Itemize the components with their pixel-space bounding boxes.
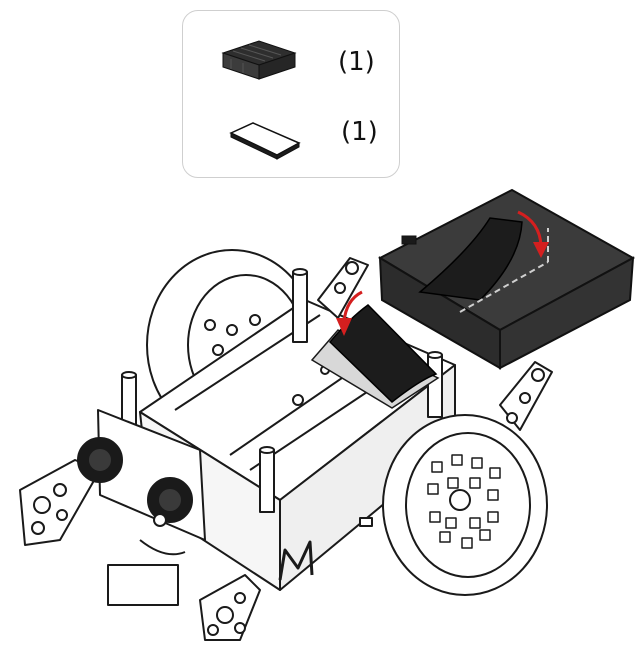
standoff-rear-left [292,271,308,343]
parts-list-panel: (1) (1) [182,10,400,178]
standoff-rear-right [427,354,443,418]
peel-arrow-chassis [336,290,363,336]
front-right-wheel [382,414,548,596]
battery-box-icon [221,40,297,80]
double-sided-tape-icon [229,122,301,160]
battery-box-quantity: (1) [338,47,375,77]
tape-quantity: (1) [341,117,378,147]
standoff-front-right [259,449,275,513]
peel-arrow-battery [517,210,549,258]
bottom-connector [107,564,179,606]
logo-mark [278,540,314,581]
battery-box [377,188,636,370]
tape-on-chassis [310,304,440,409]
front-right-arm [199,574,261,641]
